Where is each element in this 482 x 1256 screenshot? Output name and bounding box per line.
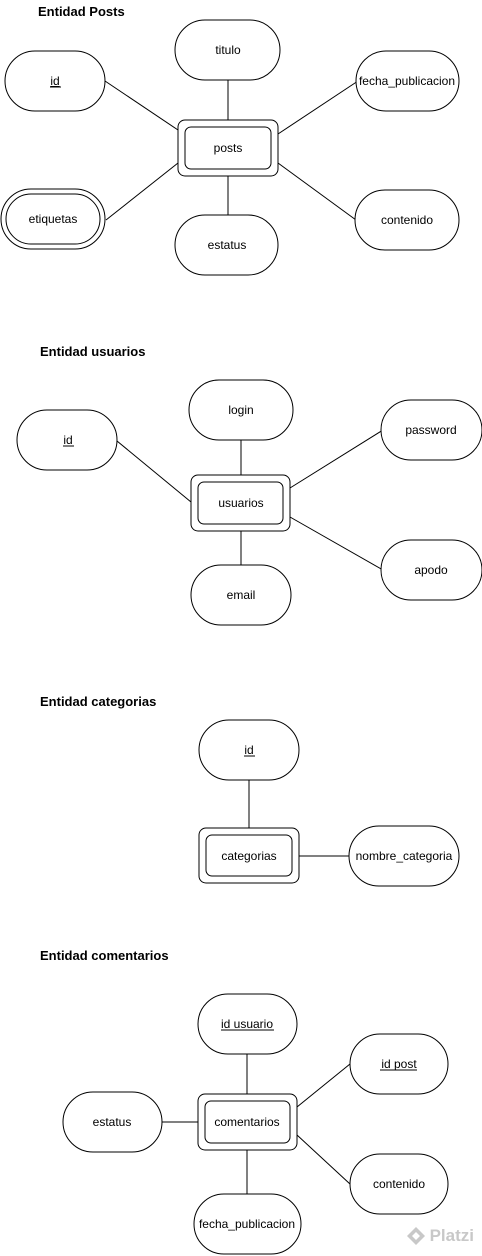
attribute-id-post-label: id post bbox=[381, 1057, 417, 1071]
attribute-nombre-categoria[interactable]: nombre_categoria bbox=[348, 825, 460, 887]
attribute-password[interactable]: password bbox=[380, 399, 482, 461]
posts-diagram-title: Entidad Posts bbox=[38, 4, 125, 19]
comentarios-connectors bbox=[162, 1054, 351, 1194]
attribute-id[interactable]: id bbox=[198, 719, 300, 781]
attribute-login-label: login bbox=[228, 403, 253, 417]
attribute-etiquetas-label: etiquetas bbox=[29, 212, 78, 226]
attribute-password-label: password bbox=[405, 423, 456, 437]
attribute-contenido-label: contenido bbox=[373, 1177, 425, 1191]
attribute-apodo-label: apodo bbox=[414, 563, 448, 577]
attribute-id-label: id bbox=[244, 743, 253, 757]
attribute-fecha-publicacion[interactable]: fecha_publicacion bbox=[193, 1193, 302, 1255]
usuarios-connectors bbox=[116, 429, 384, 571]
platzi-watermark-text: Platzi bbox=[429, 1226, 474, 1245]
attribute-estatus[interactable]: estatus bbox=[174, 214, 279, 276]
attribute-estatus-label: estatus bbox=[93, 1115, 132, 1129]
comentarios-entity[interactable]: comentarios bbox=[197, 1093, 298, 1151]
attribute-contenido-label: contenido bbox=[381, 213, 433, 227]
attribute-apodo[interactable]: apodo bbox=[380, 539, 482, 601]
platzi-watermark: Platzi bbox=[406, 1226, 474, 1246]
attribute-titulo[interactable]: titulo bbox=[174, 19, 281, 81]
attribute-id[interactable]: id bbox=[16, 409, 118, 471]
posts-entity-label: posts bbox=[214, 141, 243, 155]
attribute-estatus-label: estatus bbox=[208, 238, 247, 252]
attribute-id[interactable]: id bbox=[4, 50, 106, 112]
usuarios-entity[interactable]: usuarios bbox=[190, 474, 291, 532]
attribute-estatus[interactable]: estatus bbox=[62, 1091, 163, 1153]
attribute-login[interactable]: login bbox=[188, 379, 294, 441]
attribute-contenido[interactable]: contenido bbox=[354, 189, 460, 251]
categorias-entity[interactable]: categorias bbox=[198, 827, 300, 884]
comentarios-diagram-title: Entidad comentarios bbox=[40, 948, 169, 963]
usuarios-entity-label: usuarios bbox=[218, 496, 263, 510]
comentarios-entity-label: comentarios bbox=[214, 1115, 279, 1129]
attribute-fecha-publicacion[interactable]: fecha_publicacion bbox=[355, 50, 460, 112]
attribute-id-post[interactable]: id post bbox=[349, 1033, 449, 1095]
attribute-email-label: email bbox=[227, 588, 256, 602]
attribute-id-usuario[interactable]: id usuario bbox=[197, 993, 298, 1055]
attribute-fecha-publicacion-label: fecha_publicacion bbox=[359, 74, 455, 88]
categorias-diagram-title: Entidad categorias bbox=[40, 694, 157, 709]
attribute-id-label: id bbox=[63, 433, 72, 447]
attribute-titulo-label: titulo bbox=[215, 43, 241, 57]
attribute-id-usuario-label: id usuario bbox=[221, 1017, 273, 1031]
usuarios-diagram-title: Entidad usuarios bbox=[40, 344, 146, 359]
posts-connectors bbox=[104, 80, 359, 221]
attribute-fecha-publicacion-label: fecha_publicacion bbox=[199, 1217, 295, 1231]
attribute-etiquetas-multivalued[interactable]: etiquetas bbox=[0, 188, 106, 250]
attribute-contenido[interactable]: contenido bbox=[349, 1153, 449, 1215]
posts-entity[interactable]: posts bbox=[177, 119, 279, 177]
categorias-entity-label: categorias bbox=[221, 849, 276, 863]
attribute-nombre-categoria-label: nombre_categoria bbox=[356, 849, 453, 863]
categorias-connectors bbox=[248, 780, 349, 857]
attribute-email[interactable]: email bbox=[190, 564, 292, 626]
platzi-logo-icon bbox=[406, 1227, 425, 1245]
attribute-id-label: id bbox=[50, 74, 59, 88]
